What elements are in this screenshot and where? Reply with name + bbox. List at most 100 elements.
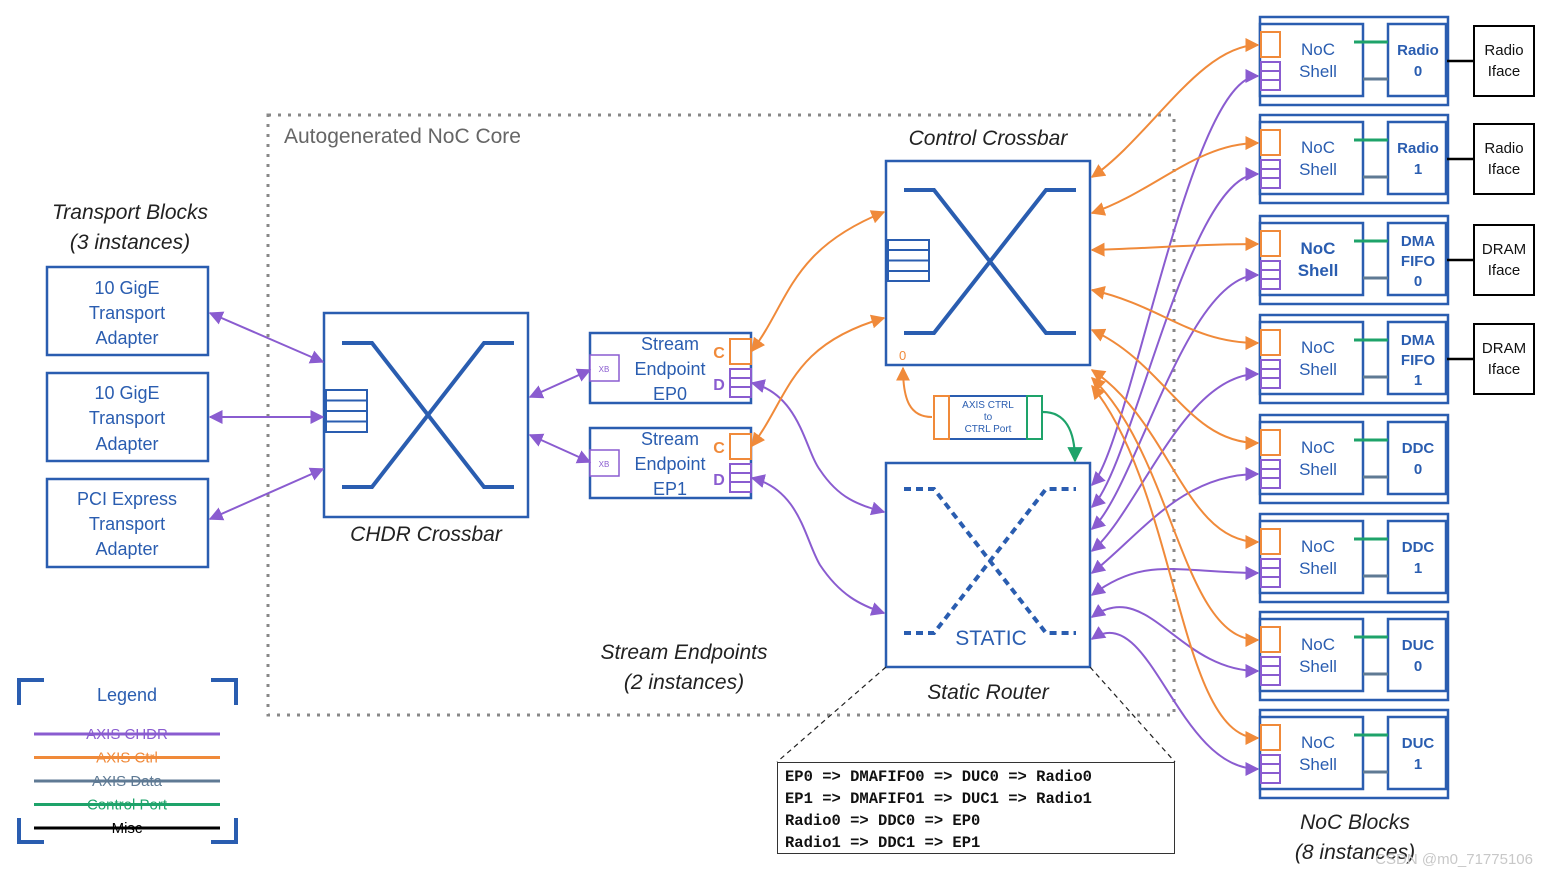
endpoint-line: Endpoint <box>634 359 705 379</box>
buffer-icon <box>325 389 368 433</box>
static-label: STATIC <box>955 627 1027 650</box>
static-route-table: EP0 => DMAFIFO0 => DUC0 => Radio0 EP1 =>… <box>777 762 1175 854</box>
axis-ctrl-line: AXIS CTRL <box>962 400 1014 411</box>
noc-shell-label: Shell <box>1298 261 1339 280</box>
noc-block-label: 0 <box>1414 273 1422 290</box>
endpoint-line: Stream <box>641 334 699 354</box>
transport-block-line: Adapter <box>95 328 158 348</box>
data-port <box>1260 558 1281 588</box>
data-port <box>729 463 752 493</box>
legend-item: AXIS Ctrl <box>34 750 220 767</box>
noc-links <box>1090 38 1260 776</box>
chdr-crossbar-label: CHDR Crossbar <box>350 523 503 546</box>
legend-label: Control Port <box>87 797 168 814</box>
static-router-label: Static Router <box>927 681 1049 704</box>
noc-block-core <box>1386 320 1448 396</box>
transport-block-line: Adapter <box>95 434 158 454</box>
noc-block-label: DMA <box>1401 332 1435 349</box>
ctrl-port <box>1260 129 1281 156</box>
noc-block-label: 0 <box>1414 658 1422 675</box>
noc-shell-label: Shell <box>1299 160 1337 179</box>
zoom-line <box>776 666 887 763</box>
ctrl-link <box>1090 237 1260 257</box>
ctrl-link <box>1090 136 1260 216</box>
stream-endpoint-ep1: XB Stream Endpoint EP1 C D <box>588 426 753 500</box>
ctrl-port <box>1260 429 1281 456</box>
route-line: EP0 => DMAFIFO0 => DUC0 => Radio0 <box>785 768 1092 786</box>
noc-blocks-title: NoC Blocks <box>1300 811 1410 834</box>
axis-chdr-links <box>208 311 886 616</box>
endpoint-line: Stream <box>641 429 699 449</box>
transport-title: Transport Blocks <box>52 201 208 224</box>
control-crossbar: 0 <box>884 159 1092 367</box>
noc-shell-label: NoC <box>1301 239 1336 258</box>
endpoints-title: Stream Endpoints <box>601 641 768 664</box>
chdr-link <box>750 379 886 516</box>
route-line: EP1 => DMAFIFO1 => DUC1 => Radio1 <box>785 790 1092 808</box>
legend-item: Misc <box>34 820 220 837</box>
legend-item: AXIS Data <box>34 773 220 790</box>
ctrl-port-letter: C <box>713 440 725 457</box>
noc-block-core <box>1386 617 1448 693</box>
endpoint-line: Endpoint <box>634 454 705 474</box>
noc-block-label: FIFO <box>1401 352 1435 369</box>
iface-label: Iface <box>1488 262 1521 279</box>
noc-block-label: DDC <box>1402 539 1435 556</box>
noc-shell-label: NoC <box>1301 733 1335 752</box>
data-port <box>1260 159 1281 189</box>
ctrl-port-letter: C <box>713 345 725 362</box>
stream-endpoint-ep0: XB Stream Endpoint EP0 C D <box>588 331 753 405</box>
iface-label: Iface <box>1488 63 1521 80</box>
ctrl-port <box>1260 528 1281 555</box>
transport-block-line: Adapter <box>95 539 158 559</box>
noc-block-label: Radio <box>1397 42 1439 59</box>
legend-label: AXIS CHDR <box>86 726 168 743</box>
xb-label: XB <box>599 365 610 374</box>
iface-label: DRAM <box>1482 241 1526 258</box>
ctrl-port <box>1260 329 1281 356</box>
chdr-link <box>208 311 325 364</box>
noc-block-label: 1 <box>1414 372 1422 389</box>
ctrl-link <box>1090 38 1260 178</box>
endpoint-line: EP0 <box>653 384 687 404</box>
data-port <box>1260 359 1281 389</box>
iface-label: Iface <box>1488 361 1521 378</box>
iface-box: DRAM Iface <box>1447 323 1535 395</box>
ctrl-port <box>1260 724 1281 751</box>
iface-label: DRAM <box>1482 340 1526 357</box>
route-line: Radio1 => DDC1 => EP1 <box>785 834 981 852</box>
data-port <box>1260 656 1281 686</box>
noc-block-label: Radio <box>1397 140 1439 157</box>
noc-shell-label: Shell <box>1299 657 1337 676</box>
noc-shell-label: NoC <box>1301 138 1335 157</box>
transport-block-1: 10 GigE Transport Adapter <box>45 265 210 357</box>
ctrl-link <box>751 210 886 353</box>
endpoint-line: EP1 <box>653 479 687 499</box>
noc-block-label: DMA <box>1401 233 1435 250</box>
control-port-zero: 0 <box>899 348 906 363</box>
noc-shell-label: Shell <box>1299 460 1337 479</box>
transport-block-2: 10 GigE Transport Adapter <box>45 371 210 463</box>
noc-block-label: DDC <box>1402 440 1435 457</box>
iface-box: DRAM Iface <box>1447 224 1535 296</box>
legend-label: Misc <box>112 820 143 837</box>
noc-block-label: FIFO <box>1401 253 1435 270</box>
ctrl-link <box>896 366 933 418</box>
iface-label: Radio <box>1484 140 1523 157</box>
watermark: CSDN @m0_71775106 <box>1375 851 1533 868</box>
noc-shell-label: Shell <box>1299 360 1337 379</box>
buffer-icon <box>887 239 930 282</box>
ctrl-link <box>751 314 886 448</box>
noc-blocks: NoCShellRadio0NoCShellRadio1NoCShellDMAF… <box>1258 15 1450 800</box>
noc-shell-label: NoC <box>1301 438 1335 457</box>
transport-block-line: PCI Express <box>77 489 177 509</box>
